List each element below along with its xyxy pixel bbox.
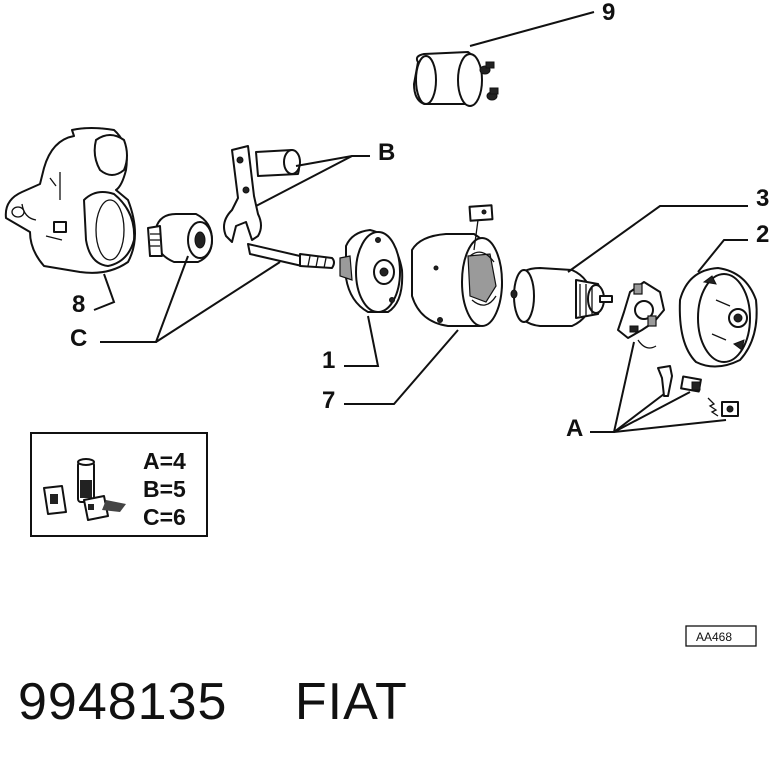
leader-9 [469,11,595,47]
leader-a-spring [613,419,727,433]
drawing-code-box: AA468 [685,625,757,647]
leader-7 [344,329,459,405]
callout-8: 8 [72,291,85,318]
brand-name: FIAT [294,673,408,731]
armature-part-3 [510,267,613,327]
exploded-parts-diagram: 9 B 3 2 8 C 1 7 A A=4 B=5 C=6 AA468 [4,0,769,647]
callout-2: 2 [756,221,769,248]
callout-3: 3 [756,185,769,212]
leader-a-brush [613,393,665,433]
drive-housing-part-8 [4,127,136,274]
armature-shaft-part-c-right [247,243,335,269]
leader-a-holder [613,391,691,433]
leader-c-shaft [155,261,281,343]
leader-2 [697,239,748,273]
footer: 9948135 FIAT [18,672,758,752]
field-frame-part-7 [411,204,503,327]
legend-box: A=4 B=5 C=6 [30,432,208,537]
legend-b: B=5 [143,476,186,502]
brush-items-part-a [657,365,739,417]
legend-a: A=4 [143,448,186,474]
leader-1 [344,315,380,367]
leader-8 [93,273,116,311]
callout-1: 1 [322,347,335,374]
callout-7: 7 [322,387,335,414]
legend-c: C=6 [143,504,186,530]
end-plate-part-1 [339,229,404,313]
fork-lever-part-b [223,145,301,243]
leader-b-upper [295,155,370,167]
callout-c: C [70,325,87,352]
callout-b: B [378,139,395,166]
pinion-clutch-part-c-left [147,213,213,263]
solenoid-part-9 [413,51,499,107]
leader-a-plate [590,341,635,433]
part-number: 9948135 [18,673,228,731]
callout-9: 9 [602,0,615,26]
leader-3 [567,205,748,273]
kit-pictogram-icon [43,458,126,521]
callout-a: A [566,415,583,442]
end-cover-part-2 [678,267,758,368]
leader-lines [93,11,748,433]
drawing-code: AA468 [696,630,732,644]
brush-plate-part-a [617,281,665,349]
leader-b-lower [255,155,353,207]
